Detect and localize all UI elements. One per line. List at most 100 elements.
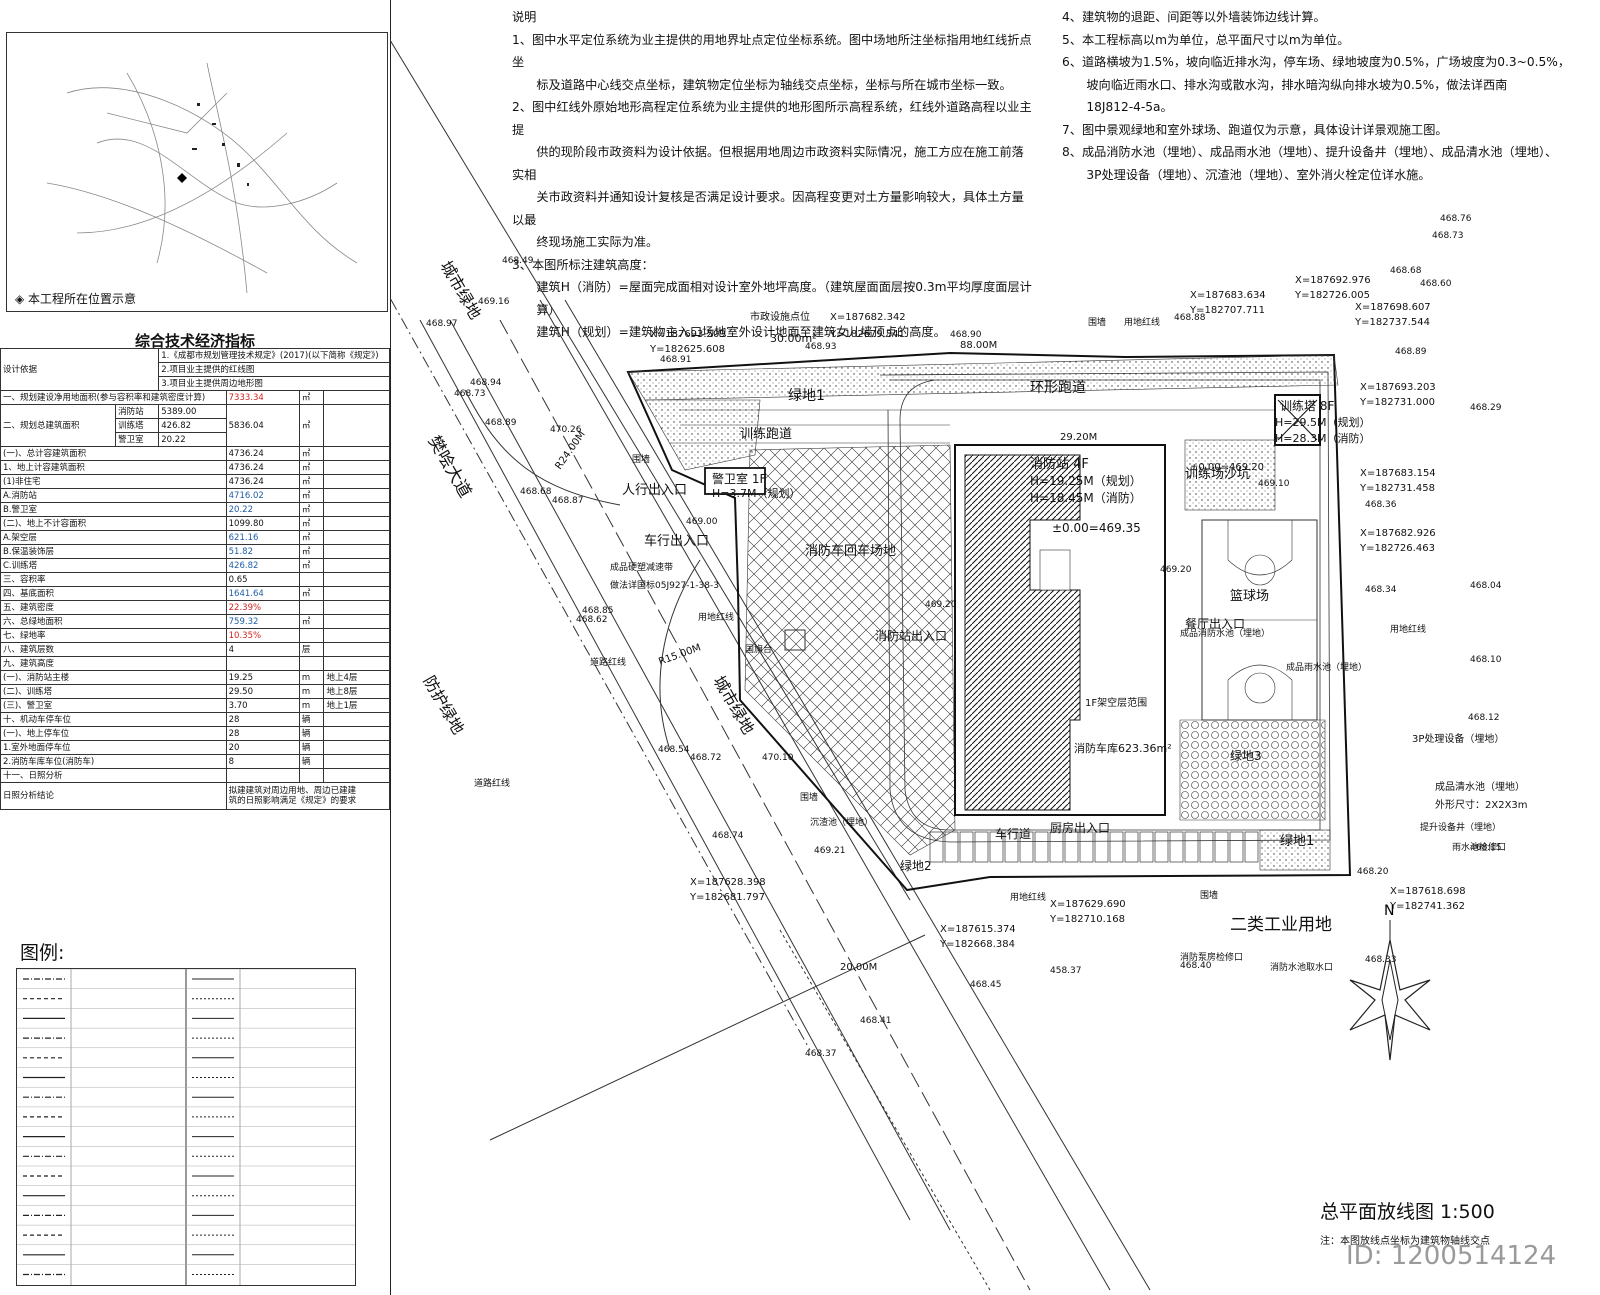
table-cell: (一)、地上停车位 (0, 726, 227, 741)
label-e31: 468.60 (1420, 279, 1452, 289)
table-cell: ㎡ (298, 404, 325, 447)
label-c2y: Y=182679.341 (829, 329, 905, 340)
label-e33: 468.73 (1432, 231, 1464, 241)
label-dim-2920: 29.20M (1060, 432, 1097, 443)
table-cell: 28 (225, 712, 300, 727)
label-e18: 468.37 (805, 1049, 837, 1059)
table-cell: ㎡ (298, 544, 325, 559)
notes-block-2: 4、建筑物的退距、间距等以外墙装饰边线计算。5、本工程标高以m为单位，总平面尺寸… (1062, 6, 1592, 186)
label-e42: 469.20 (1160, 565, 1192, 575)
location-map-drawing (46, 62, 358, 294)
label-c12x: X=187618.698 (1390, 886, 1466, 897)
table-cell: 设计依据 (0, 348, 160, 391)
table-cell: B.保温装饰层 (0, 544, 227, 559)
label-e26: 468.04 (1470, 581, 1502, 591)
label-garage: 消防车库623.36m² (1074, 741, 1172, 755)
legend-symbols (17, 968, 355, 1285)
label-speedbump2: 做法详国标05J927-1-38-3 (610, 579, 719, 591)
table-cell: 日照分析结论 (0, 782, 227, 810)
label-wall4: 围墙 (1200, 889, 1218, 901)
table-cell: ㎡ (298, 446, 325, 461)
label-e14: 468.74 (712, 831, 744, 841)
label-e2: 469.16 (478, 297, 510, 307)
table-cell: (1)非住宅 (0, 474, 227, 489)
table-cell: 20 (225, 740, 300, 755)
table-cell: 九、建筑高度 (0, 656, 227, 671)
label-green-1b: 绿地1 (1280, 834, 1314, 849)
label-turnaround: 消防车回车场地 (805, 543, 896, 559)
table-cell (323, 474, 390, 489)
note-line: 6、道路横坡为1.5%，坡向临近排水沟，停车场、绿地坡度为0.5%，广场坡度为0… (1062, 55, 1571, 69)
label-clear-pool: 成品清水池（埋地） (1435, 780, 1525, 793)
table-cell: 5836.04 (225, 404, 300, 447)
note-line: 标及道路中心线交点坐标，建筑物定位坐标为轴线交点坐标，坐标与所在城市坐标一致。 (512, 77, 1012, 92)
table-cell (323, 530, 390, 545)
label-sandpit: 训练场沙坑 (1185, 467, 1250, 482)
label-e8: 468.87 (552, 496, 584, 506)
label-e36: 468.90 (950, 330, 982, 340)
table-cell: ㎡ (298, 488, 325, 503)
label-station-elev: ±0.00=469.35 (1052, 521, 1141, 535)
label-e41: 469.20 (925, 600, 957, 610)
label-e15: 469.21 (814, 846, 846, 856)
table-cell (323, 740, 390, 755)
label-tower-h2: H=28.3M（消防） (1275, 431, 1370, 445)
label-guard-h: H=3.7M（规划） (712, 486, 800, 500)
note-line: 关市政资料并通知设计复核是否满足设计要求。因高程变更对土方量影响较大，具体土方量… (512, 190, 1024, 227)
table-cell: 10.35% (225, 628, 300, 643)
table-cell: 地上1层 (323, 698, 390, 713)
table-cell (323, 726, 390, 741)
drawing-title: 总平面放线图 1:500 (1320, 1201, 1495, 1223)
label-c4x: X=187692.976 (1295, 275, 1371, 286)
label-c6x: X=187693.203 (1360, 382, 1436, 393)
table-cell: 地上8层 (323, 684, 390, 699)
table-cell: 辆 (298, 754, 325, 769)
table-cell: 八、建筑层数 (0, 642, 227, 657)
north-label: N (1384, 903, 1394, 919)
table-cell: 辆 (298, 712, 325, 727)
north-arrow: N (1349, 903, 1431, 1061)
legend-title: 图例: (20, 942, 65, 964)
table-cell: 28 (225, 726, 300, 741)
table-cell: 426.82 (158, 418, 227, 433)
label-e39: 468.49 (502, 256, 534, 266)
label-guard: 警卫室 1F (712, 471, 766, 486)
label-e19: 458.37 (1050, 966, 1082, 976)
table-cell: (一)、消防站主楼 (0, 670, 227, 685)
table-cell: m (298, 684, 325, 699)
label-station-h1: H=19.25M（规划） (1030, 473, 1142, 488)
label-ped-entry: 人行出入口 (622, 483, 687, 498)
label-kitchen-entry: 厨房出入口 (1050, 820, 1110, 835)
table-cell: 3.70 (225, 698, 300, 713)
label-e5: 468.89 (485, 418, 517, 428)
table-cell (298, 600, 325, 615)
table-cell: 训练塔 (115, 418, 160, 433)
label-e3: 468.94 (470, 378, 502, 388)
label-car-entry: 车行出入口 (644, 533, 709, 549)
label-station-h2: H=18.45M（消防） (1030, 490, 1142, 505)
label-green-2: 绿地2 (900, 858, 932, 873)
table-cell: 1099.80 (225, 516, 300, 531)
label-e16: 468.45 (970, 980, 1002, 990)
label-c9y: Y=182681.797 (689, 892, 765, 903)
table-cell: 7333.34 (225, 390, 300, 405)
table-cell: 426.82 (225, 558, 300, 573)
table-cell: 4736.24 (225, 460, 300, 475)
label-dim-20: 20.00M (840, 962, 877, 973)
label-e43: ±0.00=469.20 (1190, 462, 1264, 473)
label-c3x: X=187683.634 (1190, 290, 1266, 301)
table-cell: 5389.00 (158, 404, 227, 419)
notes-title: 说明 (512, 10, 537, 24)
label-e21: 468.33 (1365, 955, 1397, 965)
table-cell: B.警卫室 (0, 502, 227, 517)
label-e24: 468.12 (1468, 713, 1500, 723)
